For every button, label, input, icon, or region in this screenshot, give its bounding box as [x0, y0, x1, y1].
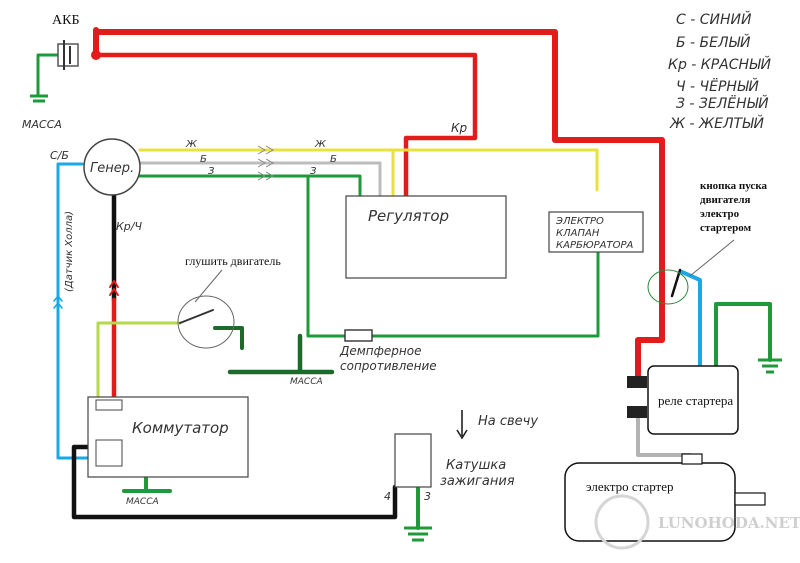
wire-green-relay-ground [714, 302, 772, 377]
legend-item-1: С - СИНИЙ [676, 10, 752, 28]
start-button-highlight [647, 269, 689, 305]
carb-valve-line-3: КАРБЮРАТОРА [556, 240, 634, 251]
wire-blue-start [680, 270, 702, 377]
wire-light-green [96, 321, 182, 400]
starter-relay-box [647, 365, 739, 435]
wire-mass-center [227, 333, 335, 375]
legend-item-4: Ч - ЧЁРНЫЙ [676, 77, 759, 95]
wire-label-zh-1: Ж [185, 139, 198, 150]
wire-red-regulator [93, 52, 478, 199]
commutator-terminal-side [95, 439, 123, 467]
regulator: Регулятор [345, 195, 507, 279]
hall-sensor-label: (Датчик Холла) [64, 211, 75, 292]
wire-label-b-2: Б [330, 154, 337, 165]
start-button-lever [670, 268, 682, 298]
carb-valve-line-2: КЛАПАН [556, 228, 600, 239]
regulator-label: Регулятор [368, 207, 449, 225]
wire-green-center [306, 174, 347, 338]
wire-green-damper [370, 250, 600, 338]
wire-label-zh-2: Ж [314, 139, 327, 150]
coil-label-2: зажигания [440, 474, 515, 489]
relay-terminal-1 [627, 376, 647, 388]
generator: Генер. [83, 138, 141, 196]
damper-label-1: Демпферное [339, 344, 422, 358]
battery: АКБ МАССА [22, 13, 80, 131]
battery-ground-label: МАССА [22, 118, 62, 131]
watermark-text: LUNOHODA.NET [658, 514, 800, 532]
wire-label-b-1: Б [200, 154, 207, 165]
kill-switch-label: глушить двигатель [185, 254, 281, 268]
spark-label: На свечу [478, 414, 538, 429]
start-button-label-2: двигателя [700, 194, 751, 206]
starter-label: электро стартер [586, 479, 674, 494]
annotations: глушить двигатель кнопка пуска двигателя… [50, 121, 767, 507]
ground-symbols [30, 94, 782, 542]
wire-green-generator [138, 174, 362, 198]
legend-item-3: Кр - КРАСНЫЙ [668, 55, 771, 73]
wire-black-coil [71, 444, 398, 520]
ground-coil [404, 526, 432, 542]
wire-label-kr: Кр [451, 121, 468, 135]
coil-box [394, 433, 432, 488]
regulator-box [345, 195, 507, 279]
coil-pin-3: 3 [424, 490, 431, 503]
ground-battery [30, 94, 48, 103]
battery-label: АКБ [52, 13, 80, 28]
wire-blue-hall [56, 162, 98, 460]
carburetor-valve: ЭЛЕКТРО КЛАПАН КАРБЮРАТОРА [548, 211, 644, 253]
commutator: Коммутатор [87, 396, 249, 478]
commutator-label: Коммутатор [132, 419, 229, 437]
wire-label-z-2: З [310, 166, 317, 177]
wire-red-black-marks [109, 280, 119, 296]
start-button-pointer [689, 239, 735, 277]
wire-gray-starter [636, 410, 692, 457]
mass-commutator-label: МАССА [126, 497, 159, 507]
starter-relay-label: реле стартера [658, 393, 733, 408]
mass-center-label: МАССА [290, 377, 323, 387]
relay-terminal-2 [627, 406, 647, 418]
battery-body [57, 43, 79, 67]
start-button-label-4: стартером [700, 222, 752, 234]
legend-item-2: Б - БЕЛЫЙ [676, 33, 751, 51]
kill-switch-pointer [194, 269, 223, 303]
damper-resistor: Демпферное сопротивление [339, 329, 437, 373]
starter-relay: реле стартера [627, 365, 739, 435]
generator-body [83, 138, 141, 196]
color-legend: С - СИНИЙ Б - БЕЛЫЙ Кр - КРАСНЫЙ Ч - ЧЁР… [668, 10, 771, 132]
wires [36, 27, 772, 530]
ignition-coil: На свечу Катушка зажигания 4 3 [384, 410, 538, 503]
kill-switch-highlight [177, 295, 235, 349]
generator-label: Генер. [90, 161, 134, 176]
start-button-label-1: кнопка пуска [700, 180, 767, 192]
wire-white [138, 161, 382, 198]
watermark: LUNOHODA.NET [594, 494, 800, 550]
wire-yellow-top [138, 148, 599, 192]
kill-switch-lever [179, 309, 214, 324]
starter-terminal [681, 453, 703, 465]
carb-valve-box [548, 211, 644, 253]
wire-label-z-1: З [208, 166, 215, 177]
coil-pin-4: 4 [384, 490, 391, 503]
wire-label-cb: С/Б [50, 149, 69, 162]
hall-wire-arrows [53, 295, 63, 309]
kill-switch-contact [213, 326, 244, 350]
start-button-label-3: электро [700, 208, 740, 220]
damper-resistor-body [344, 329, 373, 342]
wire-label-kch: Кр/Ч [116, 220, 142, 233]
legend-item-6: Ж - ЖЕЛТЫЙ [669, 114, 764, 132]
legend-item-5: З - ЗЕЛЁНЫЙ [676, 94, 769, 112]
wire-battery-ground [36, 53, 60, 98]
junction-dot [91, 50, 101, 60]
electric-starter: электро стартер [564, 453, 766, 542]
watermark-logo-icon [594, 494, 650, 550]
damper-label-2: сопротивление [340, 359, 437, 373]
starter-shaft [734, 492, 766, 506]
ground-relay [758, 358, 782, 374]
commutator-terminal-top [95, 399, 123, 411]
spark-arrow [456, 410, 468, 440]
connector-marks [257, 145, 275, 181]
coil-label-1: Катушка [446, 458, 506, 473]
carb-valve-line-1: ЭЛЕКТРО [555, 216, 604, 227]
